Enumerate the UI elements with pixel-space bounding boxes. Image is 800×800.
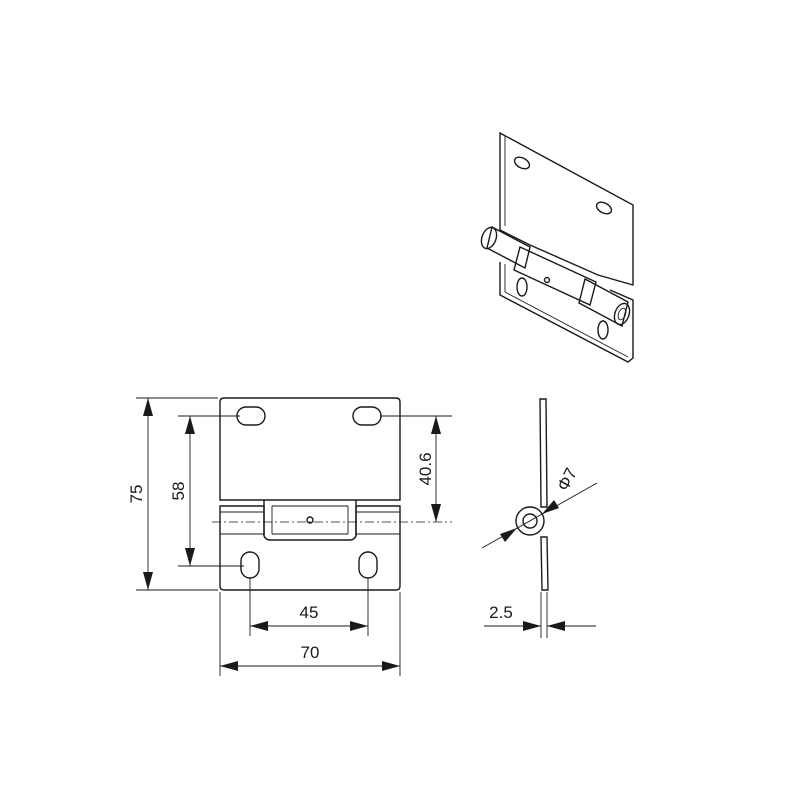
iso-knuckle-right <box>578 277 629 328</box>
iso-upper-leaf <box>499 131 634 286</box>
overall-height-label: 75 <box>127 485 146 504</box>
side-leaf-upper <box>539 398 548 508</box>
side-view <box>515 398 549 591</box>
horizontal-hole-spacing-label: 45 <box>300 603 319 622</box>
dimension-overall-height <box>136 397 218 591</box>
side-leaf-lower <box>540 536 549 591</box>
isometric-view <box>480 131 634 363</box>
side-pin <box>522 513 538 529</box>
leaf-height-label: 40.6 <box>416 452 435 485</box>
iso-upper-hole-right <box>595 201 613 215</box>
dimension-vertical-hole-spacing <box>178 415 244 567</box>
front-upper-slot-right <box>352 406 382 426</box>
front-knuckle-middle <box>263 500 357 536</box>
front-upper-leaf <box>219 397 401 501</box>
iso-upper-hole-left <box>513 156 531 170</box>
pin-diameter-label: Φ7 <box>553 465 581 494</box>
front-grease-hole <box>306 516 314 524</box>
iso-grease-hole <box>543 276 551 284</box>
front-view <box>212 397 452 591</box>
front-lower-slot-left <box>240 551 260 579</box>
iso-lower-leaf <box>499 262 634 363</box>
iso-lower-hole-right <box>597 320 609 340</box>
thickness-label: 2.5 <box>489 603 513 622</box>
iso-knuckle-left <box>486 225 531 270</box>
overall-width-label: 70 <box>301 643 320 662</box>
dimension-leaf-height <box>380 415 452 522</box>
dimension-thickness <box>484 592 596 638</box>
iso-knuckle-middle <box>513 246 597 306</box>
iso-pin-end <box>613 302 631 326</box>
dimension-horizontal-hole-spacing <box>249 578 369 636</box>
front-lower-slot-right <box>358 551 378 579</box>
dimension-overall-width <box>219 592 401 676</box>
dimension-pin-diameter <box>481 482 598 549</box>
side-knuckle <box>515 506 545 536</box>
vertical-hole-spacing-label: 58 <box>169 482 188 501</box>
iso-lower-hole-left <box>516 277 528 297</box>
front-upper-slot-left <box>236 406 266 426</box>
